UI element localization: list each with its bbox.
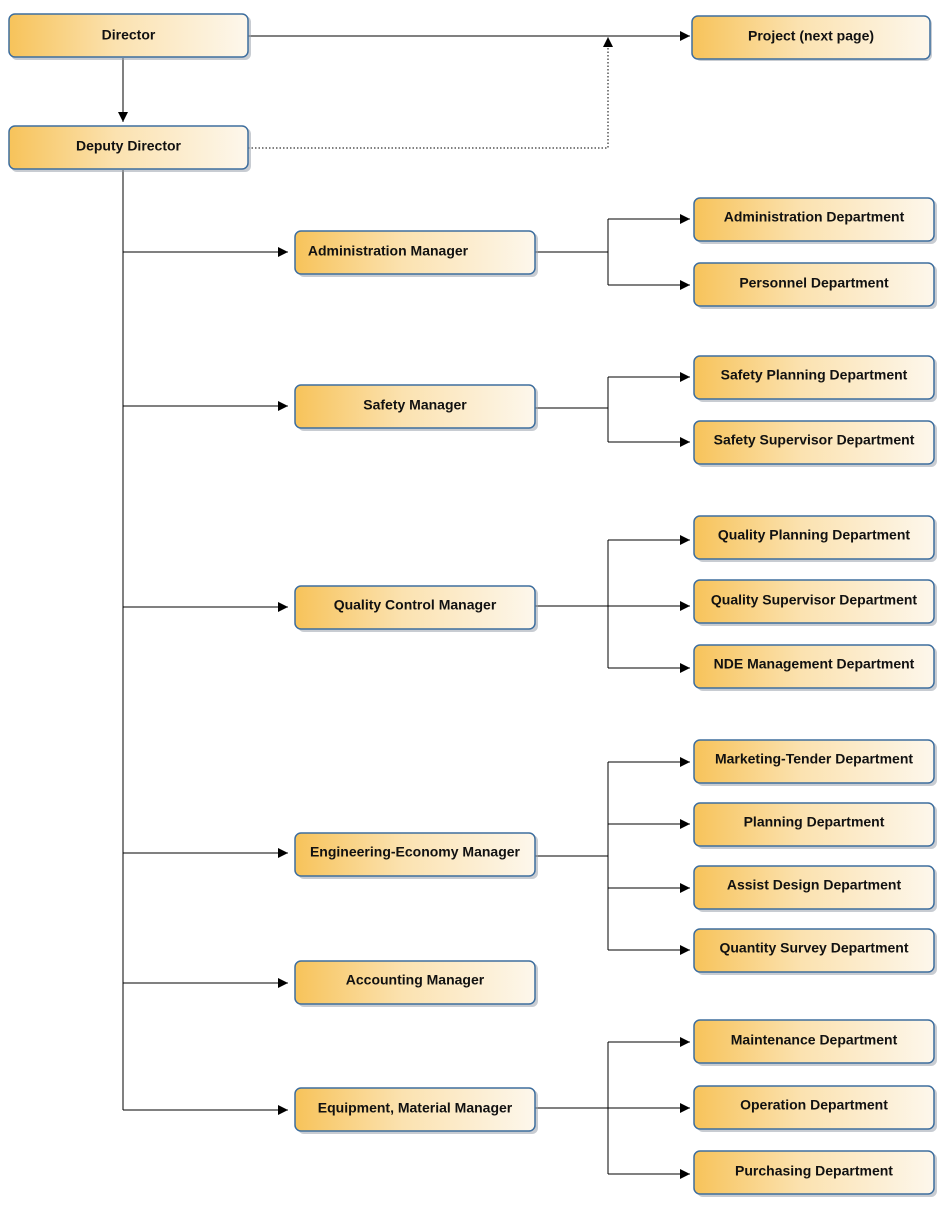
assist-design-dept-label: Assist Design Department (727, 877, 902, 893)
marketing-dept-box: Marketing-Tender Department (693, 739, 937, 786)
nde-dept-box: NDE Management Department (693, 644, 937, 691)
safety-manager-label: Safety Manager (363, 397, 467, 413)
accounting-manager-label: Accounting Manager (346, 972, 485, 988)
nde-dept-label: NDE Management Department (714, 656, 915, 672)
deputy-director-label: Deputy Director (76, 138, 182, 154)
planning-dept-label: Planning Department (744, 814, 885, 830)
connector-lines (118, 31, 690, 1179)
safety-supervisor-dept-box: Safety Supervisor Department (693, 420, 937, 467)
quality-planning-dept-label: Quality Planning Department (718, 527, 910, 543)
engineering-manager-box: Engineering-Economy Manager (294, 832, 538, 879)
deputy-director-box: Deputy Director (8, 125, 251, 172)
personnel-dept-label: Personnel Department (739, 275, 889, 291)
accounting-manager-box: Accounting Manager (294, 960, 538, 1007)
safety-supervisor-dept-label: Safety Supervisor Department (714, 432, 915, 448)
safety-planning-dept-box: Safety Planning Department (693, 355, 937, 402)
safety-planning-dept-label: Safety Planning Department (721, 367, 908, 383)
project-label: Project (next page) (748, 28, 874, 44)
engineering-manager-label: Engineering-Economy Manager (310, 844, 521, 860)
director-box: Director (8, 13, 251, 60)
personnel-dept-box: Personnel Department (693, 262, 937, 309)
marketing-dept-label: Marketing-Tender Department (715, 751, 913, 767)
operation-dept-label: Operation Department (740, 1097, 888, 1113)
planning-dept-box: Planning Department (693, 802, 937, 849)
maintenance-dept-box: Maintenance Department (693, 1019, 937, 1066)
quality-manager-box: Quality Control Manager (294, 585, 538, 632)
equipment-manager-label: Equipment, Material Manager (318, 1100, 513, 1116)
quality-manager-label: Quality Control Manager (334, 597, 497, 613)
quality-planning-dept-box: Quality Planning Department (693, 515, 937, 562)
project-box: Project (next page) (691, 15, 932, 61)
connector-deputy-project-dotted (248, 37, 613, 149)
operation-dept-box: Operation Department (693, 1085, 937, 1132)
quantity-survey-dept-box: Quantity Survey Department (693, 928, 937, 975)
purchasing-dept-box: Purchasing Department (693, 1150, 937, 1197)
quantity-survey-dept-label: Quantity Survey Department (719, 940, 908, 956)
safety-manager-box: Safety Manager (294, 384, 538, 431)
admin-manager-label: Administration Manager (308, 243, 469, 259)
director-label: Director (102, 27, 156, 43)
quality-supervisor-dept-box: Quality Supervisor Department (693, 579, 937, 626)
quality-supervisor-dept-label: Quality Supervisor Department (711, 592, 918, 608)
equipment-manager-box: Equipment, Material Manager (294, 1087, 538, 1134)
admin-manager-box: Administration Manager (294, 230, 538, 277)
assist-design-dept-box: Assist Design Department (693, 865, 937, 912)
admin-dept-label: Administration Department (724, 209, 905, 225)
purchasing-dept-label: Purchasing Department (735, 1163, 893, 1179)
admin-dept-box: Administration Department (693, 197, 937, 244)
maintenance-dept-label: Maintenance Department (731, 1032, 898, 1048)
